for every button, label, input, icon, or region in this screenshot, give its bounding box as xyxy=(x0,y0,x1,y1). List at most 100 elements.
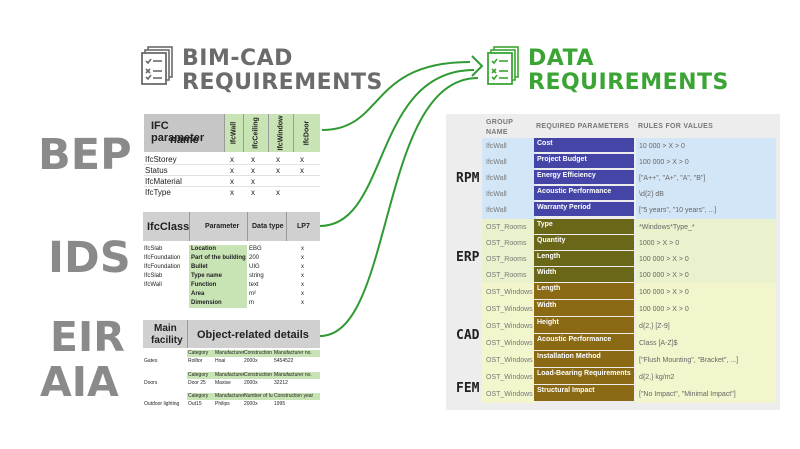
row-group-name: IfcWall xyxy=(486,159,507,166)
ifc-mark: x xyxy=(276,155,280,164)
eir-block-header: Manufacturer xyxy=(215,393,245,399)
row-parameter: Energy Efficiency xyxy=(534,170,634,184)
row-parameter: Length xyxy=(534,283,634,299)
eir-header-main: Main xyxy=(154,323,177,334)
eir-block-header: Number of lu xyxy=(244,393,273,399)
ids-row-lp: x xyxy=(301,273,304,279)
ifc-mark: x xyxy=(251,177,255,186)
ids-row-type: m xyxy=(249,300,254,306)
row-rule: \d{2} dB xyxy=(639,191,664,198)
row-parameter: Quantity xyxy=(534,235,634,250)
ifc-col-header: IfcWall xyxy=(224,114,243,152)
ids-row-lp: x xyxy=(301,300,304,306)
side-label-ids: IDS xyxy=(48,233,131,283)
ids-row-param: Dimension xyxy=(191,300,222,306)
row-parameter: Height xyxy=(534,317,634,333)
row-group-name: OST_Rooms xyxy=(486,272,527,279)
group-label-rpm: RPM xyxy=(456,171,480,186)
ifc-parameter-table: IFC parameter name IfcWall IfcCeiling If… xyxy=(144,114,320,200)
eir-block-name: Outdoor lighting xyxy=(144,401,180,407)
ifc-mark: x xyxy=(276,166,280,175)
eir-block-value: 2000x xyxy=(244,358,258,364)
row-rule: ["Flush Mounting", "Bracket", ...] xyxy=(639,357,739,364)
ifc-table-title-line2: name xyxy=(170,134,199,146)
ids-header-ifcclass: IfcClass xyxy=(147,221,190,233)
bim-cad-header-line2: REQUIREMENTS xyxy=(182,70,383,95)
ifc-mark: x xyxy=(276,188,280,197)
ids-row-type: string xyxy=(249,273,264,279)
ifc-row-name: IfcType xyxy=(145,188,171,197)
row-parameter: Structural Impact xyxy=(534,385,634,401)
eir-block-header: Category xyxy=(188,393,209,399)
connector-eir xyxy=(319,77,479,337)
eir-block-header: Construction xyxy=(244,372,273,378)
row-rule: 100 000 > X > 0 xyxy=(639,256,689,263)
ids-row-class: IfcSlab xyxy=(144,246,163,252)
group-label-erp: ERP xyxy=(456,250,480,265)
row-parameter: Project Budget xyxy=(534,154,634,168)
ids-header-lp: LP7 xyxy=(297,223,310,230)
eir-block-value: 2000x xyxy=(244,401,258,407)
eir-header-facility: facility xyxy=(151,335,183,346)
ids-row-param: Part of the building xyxy=(191,255,246,261)
row-group-name: OST_Windows xyxy=(486,357,533,364)
ifc-mark: x xyxy=(251,155,255,164)
side-label-bep: BEP xyxy=(38,130,132,180)
ifc-col-header: IfcCeiling xyxy=(243,114,268,152)
eir-block-header: Category xyxy=(188,350,209,356)
row-group-name: OST_Windows xyxy=(486,289,533,296)
row-rule: ["5 years", "10 years", ...] xyxy=(639,207,717,214)
row-parameter: Cost xyxy=(534,138,634,152)
row-rule: d{2,} kg/m2 xyxy=(639,374,675,381)
ids-table: IfcClass Parameter Data type LP7 IfcSlab… xyxy=(143,212,320,308)
row-rule: 100 000 > X > 0 xyxy=(639,306,689,313)
ifc-row-name: IfcStorey xyxy=(145,155,177,164)
ids-row-lp: x xyxy=(301,291,304,297)
ids-row-type: m² xyxy=(249,291,256,297)
ids-row-lp: x xyxy=(301,255,304,261)
eir-block-name: Gates xyxy=(144,358,158,364)
eir-block-value: 32212 xyxy=(274,380,288,386)
data-header-line2: REQUIREMENTS xyxy=(528,70,729,95)
ifc-mark: x xyxy=(300,155,304,164)
eir-block-value: 2000x xyxy=(244,380,258,386)
ids-row-class: IfcFoundation xyxy=(144,255,181,261)
ifc-mark: x xyxy=(251,188,255,197)
row-parameter: Acoustic Performance xyxy=(534,334,634,350)
row-rule: 1000 > X > 0 xyxy=(639,240,680,247)
row-group-name: OST_Windows xyxy=(486,323,533,330)
eir-block-header: Manufacturer no. xyxy=(274,372,312,378)
eir-block-header: Manufacturer xyxy=(215,372,245,378)
ids-row-lp: x xyxy=(301,246,304,252)
ids-row-param: Location xyxy=(191,246,216,252)
eir-table: Main facility Object-related details Cat… xyxy=(143,320,320,410)
ifc-row-name: IfcMaterial xyxy=(145,177,182,186)
ids-row-param: Type name xyxy=(191,273,222,279)
eir-header-details: Object-related details xyxy=(197,329,309,341)
row-parameter: Warranty Period xyxy=(534,202,634,216)
ifc-mark: x xyxy=(230,177,234,186)
connector-ids xyxy=(319,69,475,227)
ifc-col-header: IfcWindow xyxy=(268,114,293,152)
ifc-mark: x xyxy=(230,155,234,164)
row-group-name: OST_Rooms xyxy=(486,240,527,247)
eir-block-value: Door 25 xyxy=(188,380,206,386)
row-group-name: IfcWall xyxy=(486,143,507,150)
row-parameter: Length xyxy=(534,251,634,266)
ifc-table-title-cell: IFC parameter name xyxy=(144,114,224,152)
row-parameter: Width xyxy=(534,267,634,282)
row-group-name: IfcWall xyxy=(486,207,507,214)
ids-row-param: Area xyxy=(191,291,205,297)
eir-block-value: Maxise xyxy=(215,380,231,386)
col-header-required-parameters: REQUIRED PARAMETERS xyxy=(536,123,630,130)
eir-block-header: Manufacturer no. xyxy=(274,350,312,356)
col-header-rules-for-values: RULES FOR VALUES xyxy=(638,123,714,130)
group-label-fem: FEM xyxy=(456,381,480,396)
row-parameter: Type xyxy=(534,219,634,234)
ifc-table-title-line1: IFC parameter xyxy=(151,120,205,144)
row-rule: d{2,} [Z-9] xyxy=(639,323,670,330)
row-parameter: Installation Method xyxy=(534,351,634,367)
eir-block-header: Construction year xyxy=(274,393,314,399)
row-group-name: IfcWall xyxy=(486,191,507,198)
ids-row-lp: x xyxy=(301,264,304,270)
